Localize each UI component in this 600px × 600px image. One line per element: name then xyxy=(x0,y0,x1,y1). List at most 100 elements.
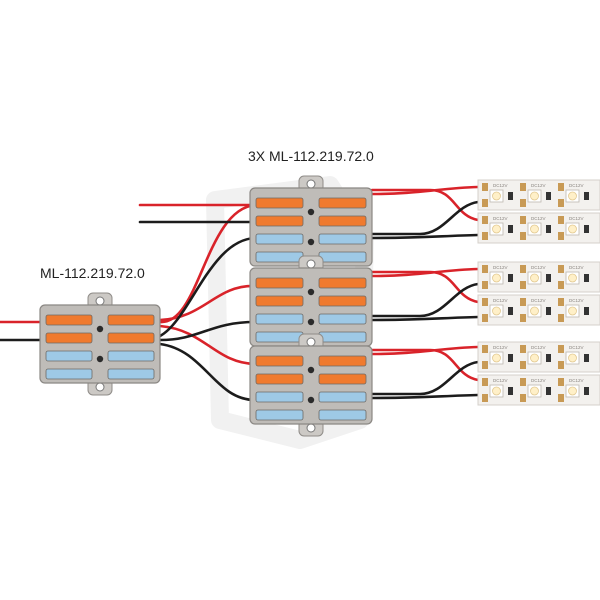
copper-pad xyxy=(558,298,564,306)
resistor xyxy=(546,307,551,315)
strip-marking: DC12V xyxy=(493,183,508,188)
lever-left xyxy=(255,331,304,343)
copper-pad xyxy=(482,394,488,402)
copper-pad xyxy=(558,232,564,240)
strip-marking: DC12V xyxy=(493,216,508,221)
strip-marking: DC12V xyxy=(569,345,584,350)
copper-pad xyxy=(520,232,526,240)
copper-pad xyxy=(520,298,526,306)
resistor xyxy=(546,225,551,233)
copper-pad xyxy=(558,314,564,322)
resistor xyxy=(508,192,513,200)
lever-right xyxy=(318,215,367,227)
copper-pad xyxy=(482,281,488,289)
wire-c1-red-upper xyxy=(370,267,480,278)
copper-pad xyxy=(558,345,564,353)
lever-right xyxy=(318,391,367,403)
lever-left xyxy=(255,409,304,421)
mount-hole-top xyxy=(306,259,316,269)
lever-right xyxy=(318,373,367,385)
wire-c1-black-lower xyxy=(370,315,480,322)
lever-right xyxy=(318,251,367,263)
led-chip xyxy=(568,191,577,201)
resistor xyxy=(584,192,589,200)
copper-pad xyxy=(558,199,564,207)
copper-pad xyxy=(558,394,564,402)
led-chip xyxy=(530,306,539,316)
led-chip xyxy=(530,191,539,201)
lever-left xyxy=(255,373,304,385)
center-hole xyxy=(96,355,104,363)
strip-marking: DC12V xyxy=(569,183,584,188)
led-chip xyxy=(492,224,501,234)
copper-pad xyxy=(482,199,488,207)
copper-pad xyxy=(520,394,526,402)
lever-left xyxy=(255,295,304,307)
resistor xyxy=(546,387,551,395)
center-hole xyxy=(307,366,315,374)
lever-left xyxy=(45,350,93,362)
led-chip xyxy=(530,273,539,283)
connector-single xyxy=(39,292,161,396)
mount-hole-top xyxy=(306,179,316,189)
resistor xyxy=(584,387,589,395)
copper-pad xyxy=(558,378,564,386)
wire-red-to-c2 xyxy=(158,324,257,366)
strip-marking: DC12V xyxy=(493,345,508,350)
led-chip xyxy=(492,191,501,201)
resistor xyxy=(508,387,513,395)
wire-black-to-c1 xyxy=(158,320,257,342)
copper-pad xyxy=(520,199,526,207)
lever-right xyxy=(107,368,155,380)
lever-left xyxy=(255,313,304,325)
resistor xyxy=(508,354,513,362)
resistor xyxy=(546,274,551,282)
copper-pad xyxy=(482,378,488,386)
lever-left xyxy=(255,233,304,245)
strip-marking: DC12V xyxy=(569,378,584,383)
strip-marking: DC12V xyxy=(569,216,584,221)
center-hole xyxy=(307,396,315,404)
wire-c0-black-upper xyxy=(370,200,480,236)
center-hole xyxy=(307,208,315,216)
lever-right xyxy=(318,313,367,325)
resistor xyxy=(546,192,551,200)
copper-pad xyxy=(482,361,488,369)
mount-hole-bottom xyxy=(95,382,105,392)
led-chip xyxy=(530,386,539,396)
lever-left xyxy=(255,391,304,403)
strip-pcb xyxy=(477,179,600,211)
copper-pad xyxy=(482,298,488,306)
led-chip xyxy=(530,353,539,363)
copper-pad xyxy=(520,314,526,322)
lever-left xyxy=(255,251,304,263)
lever-left xyxy=(45,332,93,344)
lever-right xyxy=(107,314,155,326)
wire-black-to-c0 xyxy=(158,236,257,338)
wires xyxy=(0,185,480,402)
resistor xyxy=(584,225,589,233)
center-hole xyxy=(307,318,315,326)
led-chip xyxy=(492,306,501,316)
copper-pad xyxy=(558,183,564,191)
copper-pad xyxy=(558,281,564,289)
center-hole xyxy=(96,325,104,333)
copper-pad xyxy=(482,314,488,322)
wire-c0-black-lower xyxy=(370,233,480,240)
copper-pad xyxy=(520,183,526,191)
connector-group-3 xyxy=(249,333,373,437)
mount-hole-top xyxy=(306,337,316,347)
label-triple-connector: 3X ML-112.219.72.0 xyxy=(248,148,374,164)
led-chip xyxy=(568,353,577,363)
strip-marking: DC12V xyxy=(493,298,508,303)
copper-pad xyxy=(520,265,526,273)
strip-marking: DC12V xyxy=(569,298,584,303)
lever-left xyxy=(45,314,93,326)
resistor xyxy=(584,354,589,362)
